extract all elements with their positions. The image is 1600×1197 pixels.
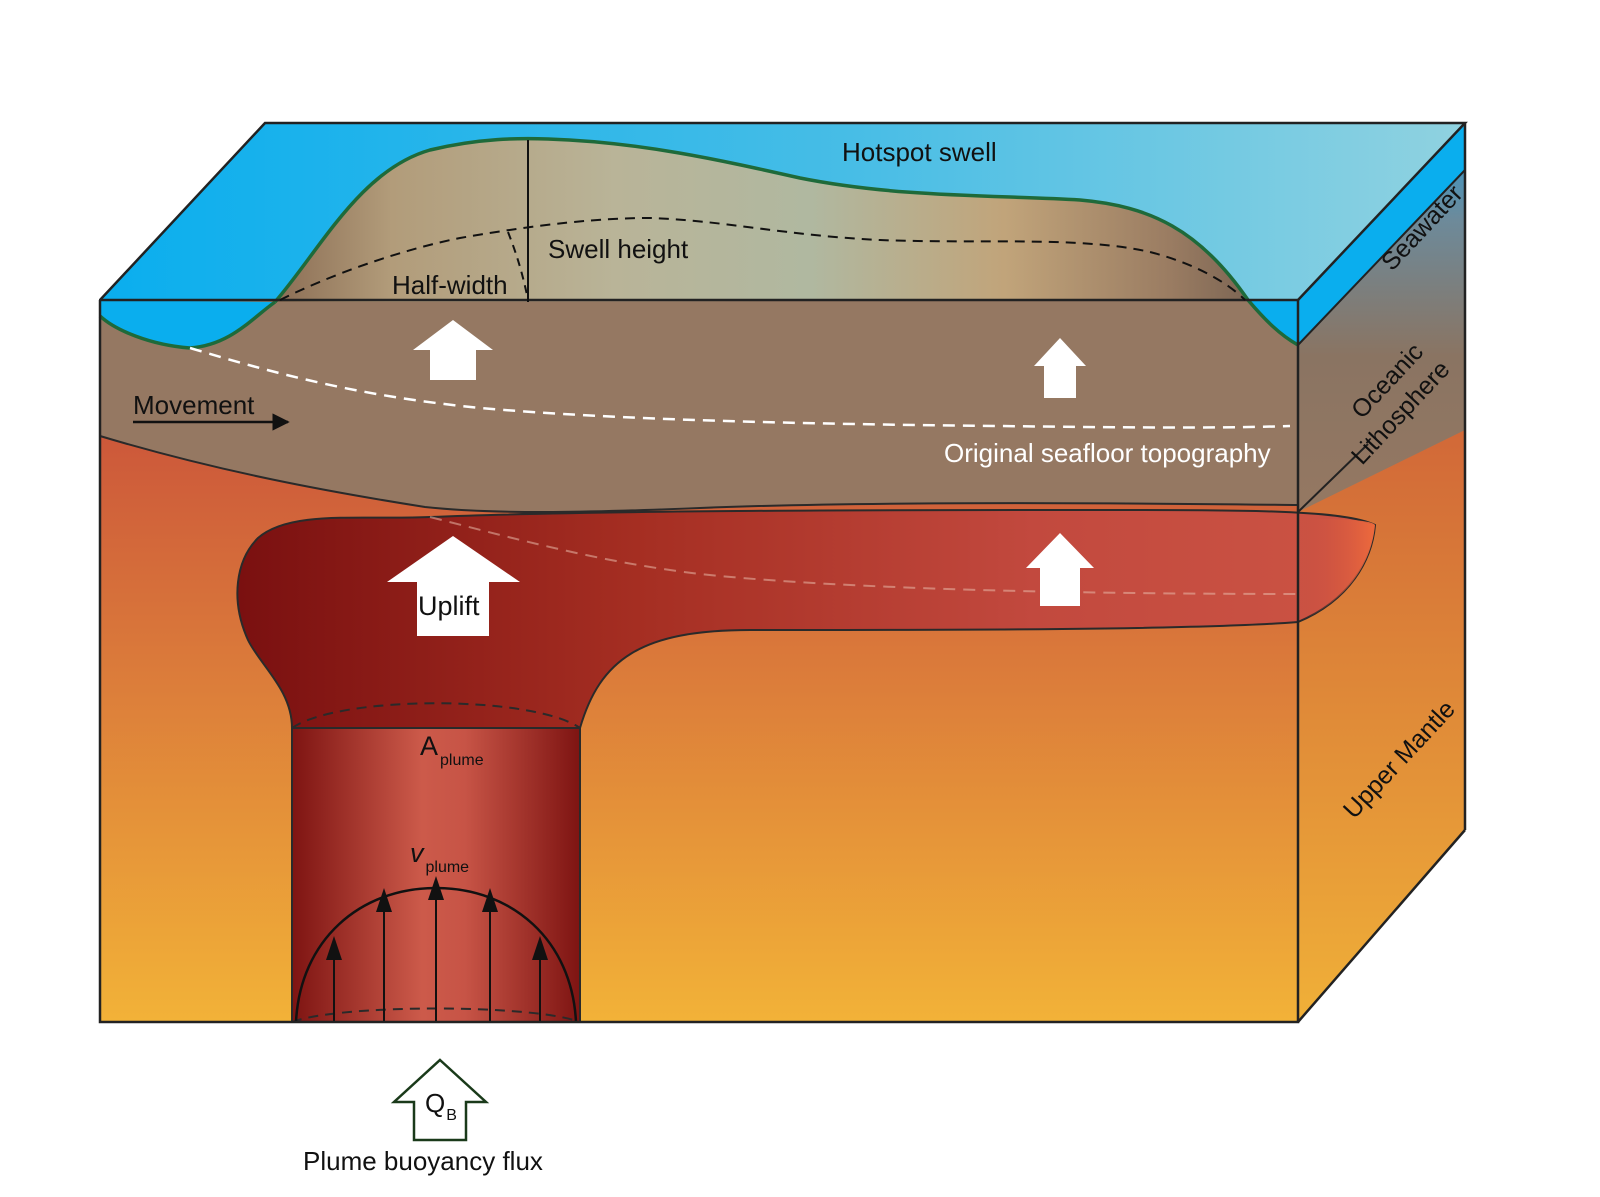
uplift-arrow-large (387, 536, 520, 636)
plume-buoyancy-flux-label: Plume buoyancy flux (303, 1146, 543, 1176)
plume-head (236, 509, 1377, 729)
buoyancy-flux-arrow (390, 1058, 490, 1142)
original-seafloor-line (189, 346, 1291, 429)
movement-label: Movement (133, 390, 255, 420)
velocity-arrows (333, 890, 541, 1022)
qb-label: QB (425, 1088, 457, 1124)
seawater-front-left (100, 300, 275, 348)
half-width-label: Half-width (392, 270, 508, 300)
original-seafloor-label: Original seafloor topography (944, 438, 1271, 468)
oceanic-lithosphere-front (99, 299, 1299, 514)
uplift-arrow-small-2 (1034, 338, 1086, 398)
right-side-lithosphere (1298, 123, 1465, 512)
seawater-front-right (1248, 300, 1298, 345)
uplift-label: Uplift (418, 591, 480, 621)
right-side-seawater (1298, 123, 1465, 345)
uplift-arrow-small-3 (1026, 533, 1094, 606)
swell-height-label: Swell height (548, 234, 689, 264)
uplift-arrow-small-1 (413, 320, 493, 380)
hotspot-swell-label: Hotspot swell (842, 137, 997, 167)
